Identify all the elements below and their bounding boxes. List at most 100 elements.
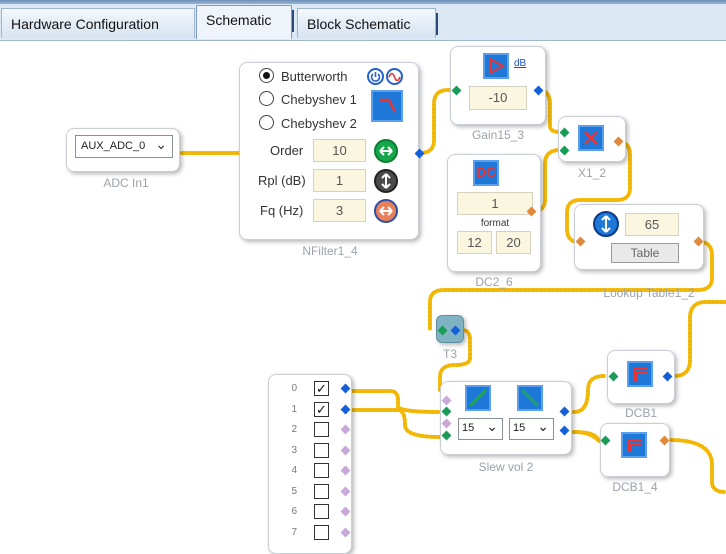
tab-block-schematic-label: Block Schematic bbox=[307, 16, 411, 32]
dc-block-filter-icon[interactable] bbox=[627, 361, 653, 387]
channel-checkbox[interactable] bbox=[314, 504, 329, 519]
channel-checkbox[interactable] bbox=[314, 524, 329, 540]
wire-ch1-to-slew bbox=[348, 408, 442, 439]
lookup-value[interactable]: 65 bbox=[625, 213, 679, 236]
tab-block-schematic[interactable]: Block Schematic bbox=[297, 8, 438, 38]
adc-input-block[interactable]: AUX_ADC_0 ⌄ bbox=[66, 128, 180, 172]
channel-checkbox[interactable]: ✓ bbox=[314, 401, 329, 417]
tab-schematic[interactable]: Schematic bbox=[196, 5, 294, 39]
slew-block[interactable]: 15 ⌄ 15 ⌄ bbox=[440, 381, 572, 455]
schematic-canvas[interactable]: AUX_ADC_0 ⌄ ADC In1 Butterworth Chebyshe… bbox=[0, 40, 726, 554]
dcb1-4-block[interactable] bbox=[600, 423, 670, 477]
channel-output-pin[interactable] bbox=[340, 527, 351, 537]
dcb1-4-block-label: DCB1_4 bbox=[612, 480, 658, 494]
sine-icon[interactable] bbox=[386, 68, 403, 85]
channel-checkbox[interactable] bbox=[314, 422, 329, 437]
rpl-value[interactable]: 1 bbox=[313, 169, 366, 192]
channel-number: 1 bbox=[291, 403, 297, 415]
dc-format-frac[interactable]: 20 bbox=[496, 231, 531, 254]
channel-output-pin[interactable] bbox=[340, 465, 351, 476]
dc-format-int[interactable]: 12 bbox=[457, 231, 492, 254]
lowpass-filter-icon[interactable] bbox=[371, 90, 403, 122]
t3-block-label: T3 bbox=[442, 347, 457, 361]
channel-output-pin[interactable] bbox=[340, 404, 351, 414]
tab-schematic-label: Schematic bbox=[206, 12, 272, 28]
adc-channel-select[interactable]: AUX_ADC_0 ⌄ bbox=[75, 135, 173, 158]
multiply-block-label: X1_2 bbox=[577, 166, 607, 180]
channel-output-pin[interactable] bbox=[340, 486, 351, 496]
channel-number: 7 bbox=[291, 526, 297, 538]
chebyshev-2-label: Chebyshev 2 bbox=[281, 116, 357, 131]
fq-label: Fq (Hz) bbox=[260, 203, 304, 218]
channel-number: 2 bbox=[291, 424, 297, 435]
chebyshev-2-radio[interactable] bbox=[259, 115, 274, 130]
order-label: Order bbox=[270, 143, 304, 158]
dc-icon-text: DC bbox=[475, 164, 497, 180]
chebyshev-1-radio[interactable] bbox=[259, 91, 274, 106]
channel-checkbox[interactable] bbox=[314, 442, 329, 458]
butterworth-radio[interactable] bbox=[259, 68, 274, 83]
channel-number: 3 bbox=[291, 444, 297, 456]
ramp-down-icon[interactable] bbox=[517, 385, 543, 411]
channel-output-pin[interactable] bbox=[340, 424, 351, 435]
wire-layer bbox=[180, 88, 726, 494]
dc-block-filter-icon[interactable] bbox=[621, 432, 647, 458]
gain-unit-link[interactable]: dB bbox=[514, 58, 527, 69]
channel-output-pin[interactable] bbox=[340, 445, 351, 455]
tab-hardware-configuration-label: Hardware Configuration bbox=[11, 16, 159, 32]
wire-dcb1-out bbox=[672, 300, 726, 378]
power-icon[interactable] bbox=[367, 68, 384, 85]
gain-block-label: Gain15_3 bbox=[471, 128, 525, 142]
channel-checkbox[interactable]: ✓ bbox=[314, 381, 329, 396]
dc-source-icon[interactable]: DC bbox=[473, 160, 499, 186]
multiply-icon[interactable] bbox=[578, 125, 604, 151]
adc-block-label: ADC In1 bbox=[103, 176, 149, 190]
gain-block[interactable]: dB -10 bbox=[450, 46, 546, 125]
wire-t3-to-slew bbox=[438, 328, 472, 394]
channel-output-pin[interactable] bbox=[340, 383, 351, 394]
double-arrow-icon[interactable] bbox=[374, 139, 398, 163]
wire-slew-to-dcb1 bbox=[572, 374, 606, 414]
checkmark-icon: ✓ bbox=[316, 401, 327, 417]
double-arrow-icon[interactable] bbox=[374, 199, 398, 223]
gain-value[interactable]: -10 bbox=[469, 86, 527, 110]
order-value[interactable]: 10 bbox=[313, 139, 366, 162]
slew-rise-select[interactable]: 15 ⌄ bbox=[458, 418, 503, 440]
dc-value[interactable]: 1 bbox=[457, 192, 533, 215]
tab-bar-top-strip bbox=[0, 0, 726, 4]
slew-block-label: Slew vol 2 bbox=[478, 460, 534, 474]
nfilter-block[interactable]: Butterworth Chebyshev 1 Chebyshev 2 Orde… bbox=[239, 62, 419, 240]
vertical-arrows-icon[interactable] bbox=[593, 211, 619, 237]
slew-fall-value: 15 bbox=[513, 422, 526, 434]
nfilter-block-label: NFilter1_4 bbox=[302, 244, 358, 258]
chevron-down-icon: ⌄ bbox=[486, 418, 498, 434]
fq-value[interactable]: 3 bbox=[313, 199, 366, 222]
chevron-down-icon: ⌄ bbox=[537, 418, 549, 434]
wire-ch0-to-slew bbox=[348, 389, 442, 414]
ramp-up-icon[interactable] bbox=[465, 385, 491, 411]
lookup-table-block[interactable]: 65 Table bbox=[574, 204, 704, 270]
dc-block[interactable]: DC 1 format 12 20 bbox=[447, 154, 541, 272]
lookup-table-button-label: Table bbox=[630, 246, 660, 260]
chebyshev-1-label: Chebyshev 1 bbox=[281, 92, 357, 107]
channel-checkbox[interactable] bbox=[314, 463, 329, 478]
checkmark-icon: ✓ bbox=[316, 381, 327, 396]
vertical-arrows-icon[interactable] bbox=[374, 169, 398, 193]
tab-hardware-configuration[interactable]: Hardware Configuration bbox=[1, 8, 195, 38]
wire-nfilter-to-gain bbox=[418, 88, 458, 155]
channel-checkbox[interactable] bbox=[314, 483, 329, 499]
butterworth-label: Butterworth bbox=[281, 69, 348, 84]
amplifier-triangle-icon[interactable] bbox=[483, 53, 509, 79]
lookup-table-button[interactable]: Table bbox=[611, 243, 679, 263]
tab-separator bbox=[436, 13, 438, 35]
adc-channel-select-value: AUX_ADC_0 bbox=[81, 140, 146, 152]
channel-output-pin[interactable] bbox=[340, 506, 351, 517]
slew-rise-value: 15 bbox=[462, 422, 475, 434]
slew-fall-select[interactable]: 15 ⌄ bbox=[509, 418, 554, 440]
tab-separator bbox=[292, 10, 294, 32]
dcb1-block-label: DCB1 bbox=[624, 406, 657, 420]
rpl-label: Rpl (dB) bbox=[258, 173, 306, 188]
channel-number: 6 bbox=[291, 506, 297, 517]
wire-slew-to-dcb1-4-b bbox=[572, 430, 600, 442]
